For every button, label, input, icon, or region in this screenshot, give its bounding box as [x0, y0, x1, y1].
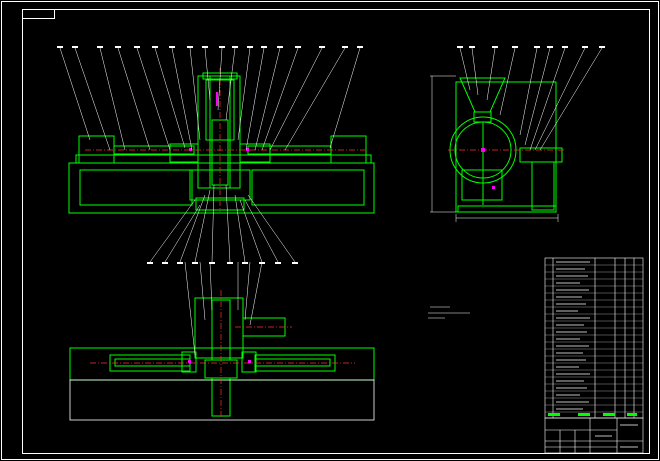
title-block[interactable] [544, 417, 644, 454]
bottom-screw-right [254, 358, 331, 367]
side-accents [481, 148, 495, 189]
bom-table[interactable] [544, 257, 644, 419]
front-leader-tags-top [57, 46, 363, 48]
inner-frame [22, 9, 650, 454]
bom-green-marks [548, 413, 637, 416]
bottom-leaders [184, 261, 263, 356]
side-dimension-lines [430, 75, 559, 222]
front-leaders-top [59, 47, 361, 151]
front-leaders-bottom [149, 184, 296, 263]
side-frame [455, 81, 557, 213]
corner-label-box [22, 9, 55, 19]
bottom-column [194, 297, 244, 359]
front-rail [75, 154, 372, 164]
front-accents [189, 92, 249, 151]
front-slide-right [239, 143, 271, 163]
front-right-motor [330, 135, 367, 164]
side-inner-block [461, 169, 503, 201]
front-base-recess-left [79, 169, 193, 206]
front-section-view[interactable] [68, 72, 375, 214]
bom-rows [545, 264, 643, 413]
title-block-marks [595, 424, 638, 448]
front-leader-tags-bottom [147, 262, 298, 264]
bom-text-marks [556, 261, 590, 410]
bottom-lower-outline [69, 379, 375, 421]
bottom-base [69, 347, 375, 381]
side-right-housing [531, 161, 555, 211]
side-leader-tags [457, 46, 605, 48]
title-block-frame [544, 417, 644, 454]
bottom-block-right [241, 351, 257, 373]
front-base-recess-right [251, 169, 365, 206]
bottom-section-view[interactable] [69, 297, 375, 417]
front-centerlines [85, 68, 365, 212]
bottom-screw-left [114, 358, 191, 367]
front-column [197, 75, 241, 189]
side-view[interactable] [449, 77, 563, 213]
side-hopper [459, 77, 506, 113]
front-left-motor [78, 135, 115, 164]
center-note [428, 306, 470, 319]
front-screw-left [113, 145, 195, 155]
side-leaders [459, 47, 603, 151]
side-base [457, 205, 557, 213]
bottom-centerlines [90, 290, 355, 420]
bom-table-frame [544, 257, 644, 419]
bottom-accents [188, 360, 251, 363]
bottom-block-left [181, 351, 197, 373]
